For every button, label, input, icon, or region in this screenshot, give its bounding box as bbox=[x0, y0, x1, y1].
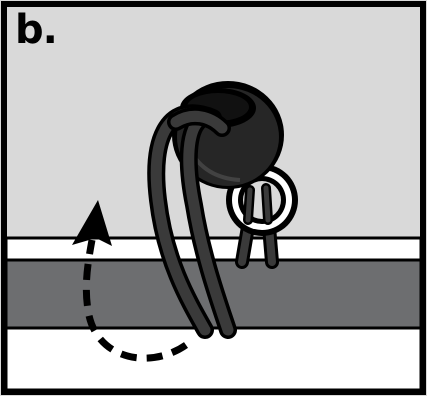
elastic-cord-loop-icon bbox=[147, 104, 237, 339]
bottom-white-strip bbox=[4, 326, 423, 392]
step-label: b. bbox=[15, 7, 58, 53]
curved-dashed-arrow-icon bbox=[72, 200, 188, 362]
